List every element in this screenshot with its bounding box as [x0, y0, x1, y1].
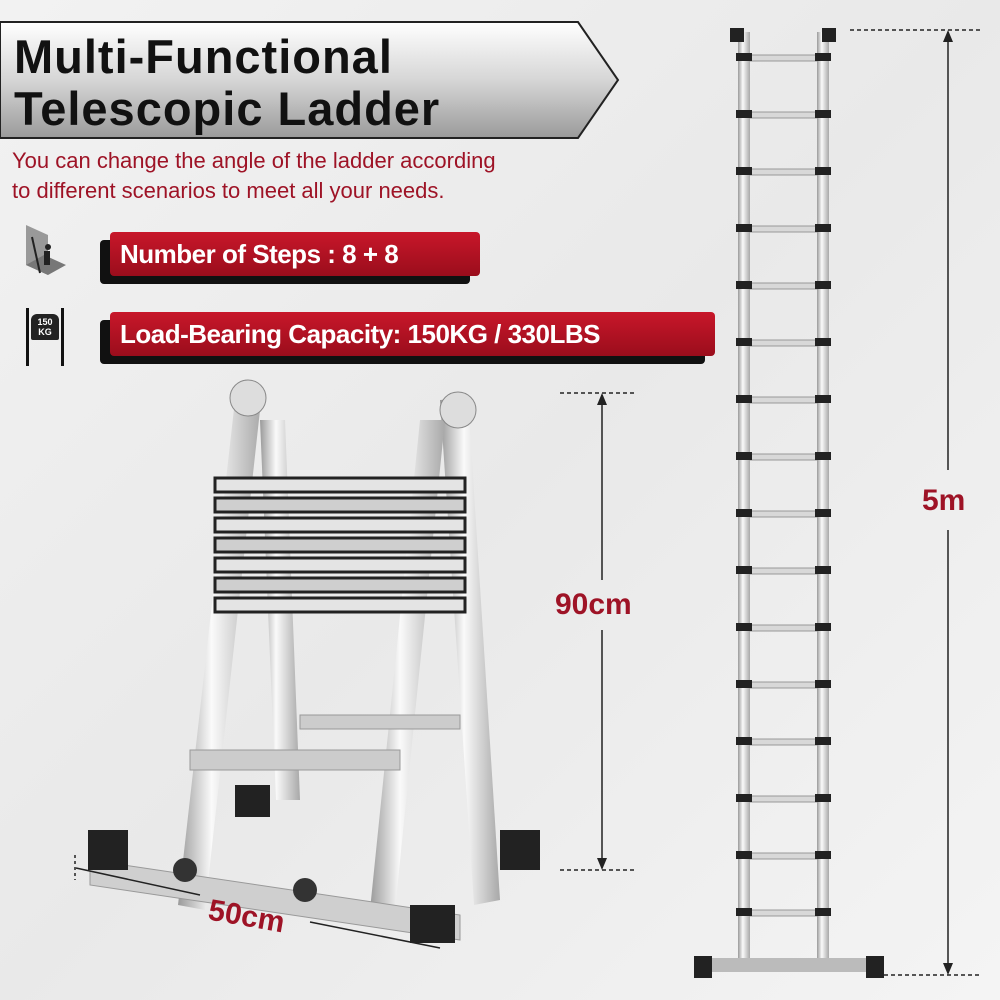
rung-clamp [736, 509, 752, 517]
rung-clamp [815, 338, 831, 346]
folded-rung [213, 516, 467, 534]
rung-clamp [736, 794, 752, 802]
rung-clamp [736, 566, 752, 574]
rung-clamp [736, 338, 752, 346]
rung-clamp [736, 53, 752, 61]
ladder-rung [749, 852, 818, 860]
subtitle-line-2: to different scenarios to meet all your … [12, 178, 445, 203]
rung-clamp [815, 566, 831, 574]
rung-clamp [815, 53, 831, 61]
folded-rung [213, 556, 467, 574]
ladder-rung [749, 339, 818, 347]
rung-clamp [815, 623, 831, 631]
rung-clamp [736, 737, 752, 745]
steps-badge: Number of Steps : 8 + 8 [100, 232, 480, 284]
folded-rung [213, 596, 467, 614]
weight-icon-text: 150 KG [31, 314, 59, 340]
folded-rung [213, 576, 467, 594]
folded-rung [213, 536, 467, 554]
title-line-1: Multi-Functional [14, 30, 393, 83]
rung-clamp [815, 737, 831, 745]
rung-clamp [815, 452, 831, 460]
rung-clamp [815, 224, 831, 232]
rung-clamp [736, 224, 752, 232]
subtitle-line-1: You can change the angle of the ladder a… [12, 148, 496, 173]
a-frame-ladder [88, 379, 540, 943]
ladder-rung [749, 396, 818, 404]
rung-clamp [815, 794, 831, 802]
steps-label: Number of Steps : 8 + 8 [110, 232, 480, 276]
weight-150kg-icon: 150 KG [26, 308, 64, 366]
ladder-rung [749, 225, 818, 233]
rung-clamp [736, 281, 752, 289]
rung-clamp [736, 623, 752, 631]
ladder-rung [749, 510, 818, 518]
rung-clamp [736, 167, 752, 175]
rung-clamp [815, 395, 831, 403]
folded-rung [213, 496, 467, 514]
ladder-rung [749, 738, 818, 746]
rung-clamp [736, 110, 752, 118]
rung-clamp [736, 452, 752, 460]
rung-clamp [815, 851, 831, 859]
extended-ladder [694, 28, 884, 978]
dimension-lines [74, 29, 980, 976]
height-5m-label: 5m [922, 484, 966, 517]
rung-clamp [736, 908, 752, 916]
height-90cm-label: 90cm [555, 588, 632, 621]
ladder-rung [749, 453, 818, 461]
ladder-rung [749, 54, 818, 62]
load-capacity-label: Load-Bearing Capacity: 150KG / 330LBS [110, 312, 715, 356]
rung-clamp [815, 908, 831, 916]
rung-clamp [815, 110, 831, 118]
ladder-rung [749, 795, 818, 803]
ladder-rung [749, 111, 818, 119]
rung-clamp [815, 680, 831, 688]
title-banner [0, 21, 620, 139]
rung-clamp [815, 509, 831, 517]
ladder-rung [749, 681, 818, 689]
ladder-rung [749, 282, 818, 290]
rung-clamp [736, 395, 752, 403]
ladder-rung [749, 168, 818, 176]
ladder-climber-icon [26, 225, 66, 275]
ladder-rung [749, 909, 818, 917]
rung-clamp [736, 851, 752, 859]
ladder-rung [749, 567, 818, 575]
rung-clamp [815, 281, 831, 289]
load-capacity-badge: Load-Bearing Capacity: 150KG / 330LBS [100, 312, 715, 364]
title-line-2: Telescopic Ladder [14, 82, 441, 135]
rung-clamp [815, 167, 831, 175]
ladder-rung [749, 624, 818, 632]
rung-clamp [736, 680, 752, 688]
folded-rung [213, 476, 467, 494]
